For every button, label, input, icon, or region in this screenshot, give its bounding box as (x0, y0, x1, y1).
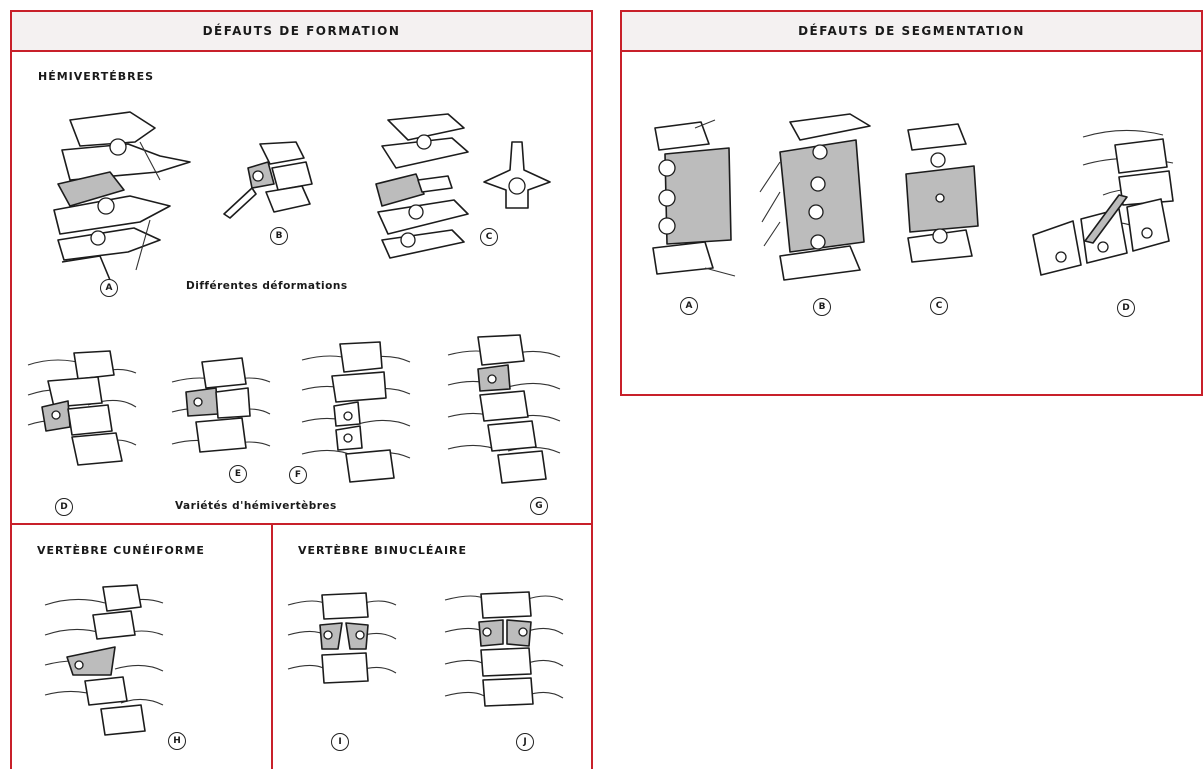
figure-i-binuclear-vertebra (288, 585, 398, 720)
figure-a-segmentation-block (645, 118, 745, 278)
label-d-formation: D (55, 498, 73, 516)
label-h-cuneiform: H (168, 732, 186, 750)
figure-f-hemivertebra-ap (302, 340, 412, 485)
label-a-segmentation: A (680, 297, 698, 315)
caption-varieties: Variétés d'hémivertèbres (175, 500, 337, 512)
label-f-formation: F (289, 466, 307, 484)
label-i-binuclear: I (331, 733, 349, 751)
figure-g-hemivertebra-ap (448, 335, 563, 485)
cuneiform-title: VERTÈBRE CUNÉIFORME (37, 544, 205, 557)
figure-h-cuneiform-vertebra (45, 585, 165, 745)
binuclear-title: VERTÈBRE BINUCLÉAIRE (298, 544, 467, 557)
segmentation-header: DÉFAUTS DE SEGMENTATION (622, 12, 1201, 52)
figure-d-hemivertebra-ap (28, 345, 138, 485)
label-j-binuclear: J (516, 733, 534, 751)
figure-b-segmentation-bar (760, 112, 890, 282)
caption-deformations: Différentes déformations (186, 280, 348, 292)
formation-header: DÉFAUTS DE FORMATION (12, 12, 591, 52)
label-c-formation: C (480, 228, 498, 246)
figure-e-hemivertebra-ap (172, 352, 272, 472)
figure-c-vertebra-axial (482, 140, 552, 220)
label-a-formation: A (100, 279, 118, 297)
label-c-segmentation: C (930, 297, 948, 315)
label-e-formation: E (229, 465, 247, 483)
hemivertebrae-title: HÉMIVERTÉBRES (38, 70, 154, 83)
label-b-formation: B (270, 227, 288, 245)
figure-a-hemivertebra-lateral (40, 110, 190, 280)
figure-j-binuclear-vertebra (445, 580, 565, 725)
label-d-segmentation: D (1117, 299, 1135, 317)
figure-c-hemivertebra-lateral (368, 112, 478, 262)
figure-b-hemivertebra (222, 140, 322, 220)
label-b-segmentation: B (813, 298, 831, 316)
figure-d-segmentation-curved (1023, 125, 1183, 295)
label-g-formation: G (530, 497, 548, 515)
figure-c-segmentation-block (898, 120, 988, 280)
